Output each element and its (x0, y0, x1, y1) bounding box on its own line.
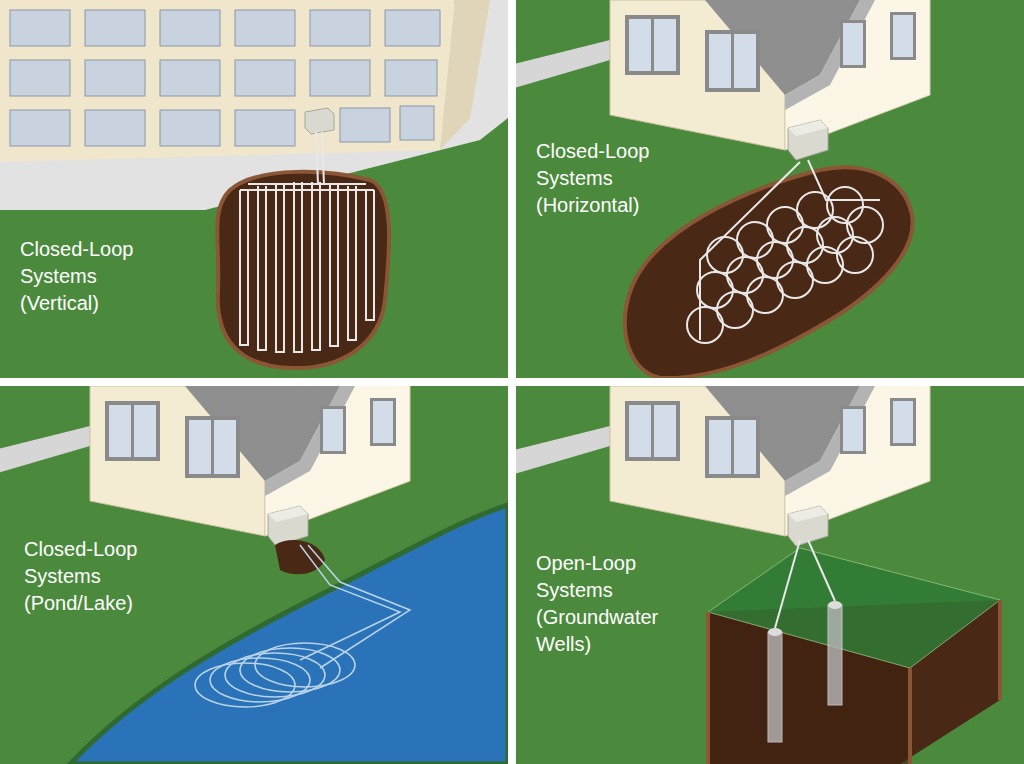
system-label: Open-Loop Systems (Groundwater Wells) (536, 550, 676, 658)
system-label: Closed-Loop Systems (Vertical) (20, 236, 160, 317)
vertical-panel (0, 0, 508, 378)
house (0, 386, 410, 546)
house (516, 386, 930, 546)
horizontal-panel (516, 0, 1024, 378)
system-label: Closed-Loop Systems (Horizontal) (536, 138, 676, 219)
house (516, 0, 930, 160)
open-loop-panel (516, 386, 1024, 764)
system-label: Closed-Loop Systems (Pond/Lake) (24, 536, 164, 617)
pond-panel (0, 386, 508, 764)
